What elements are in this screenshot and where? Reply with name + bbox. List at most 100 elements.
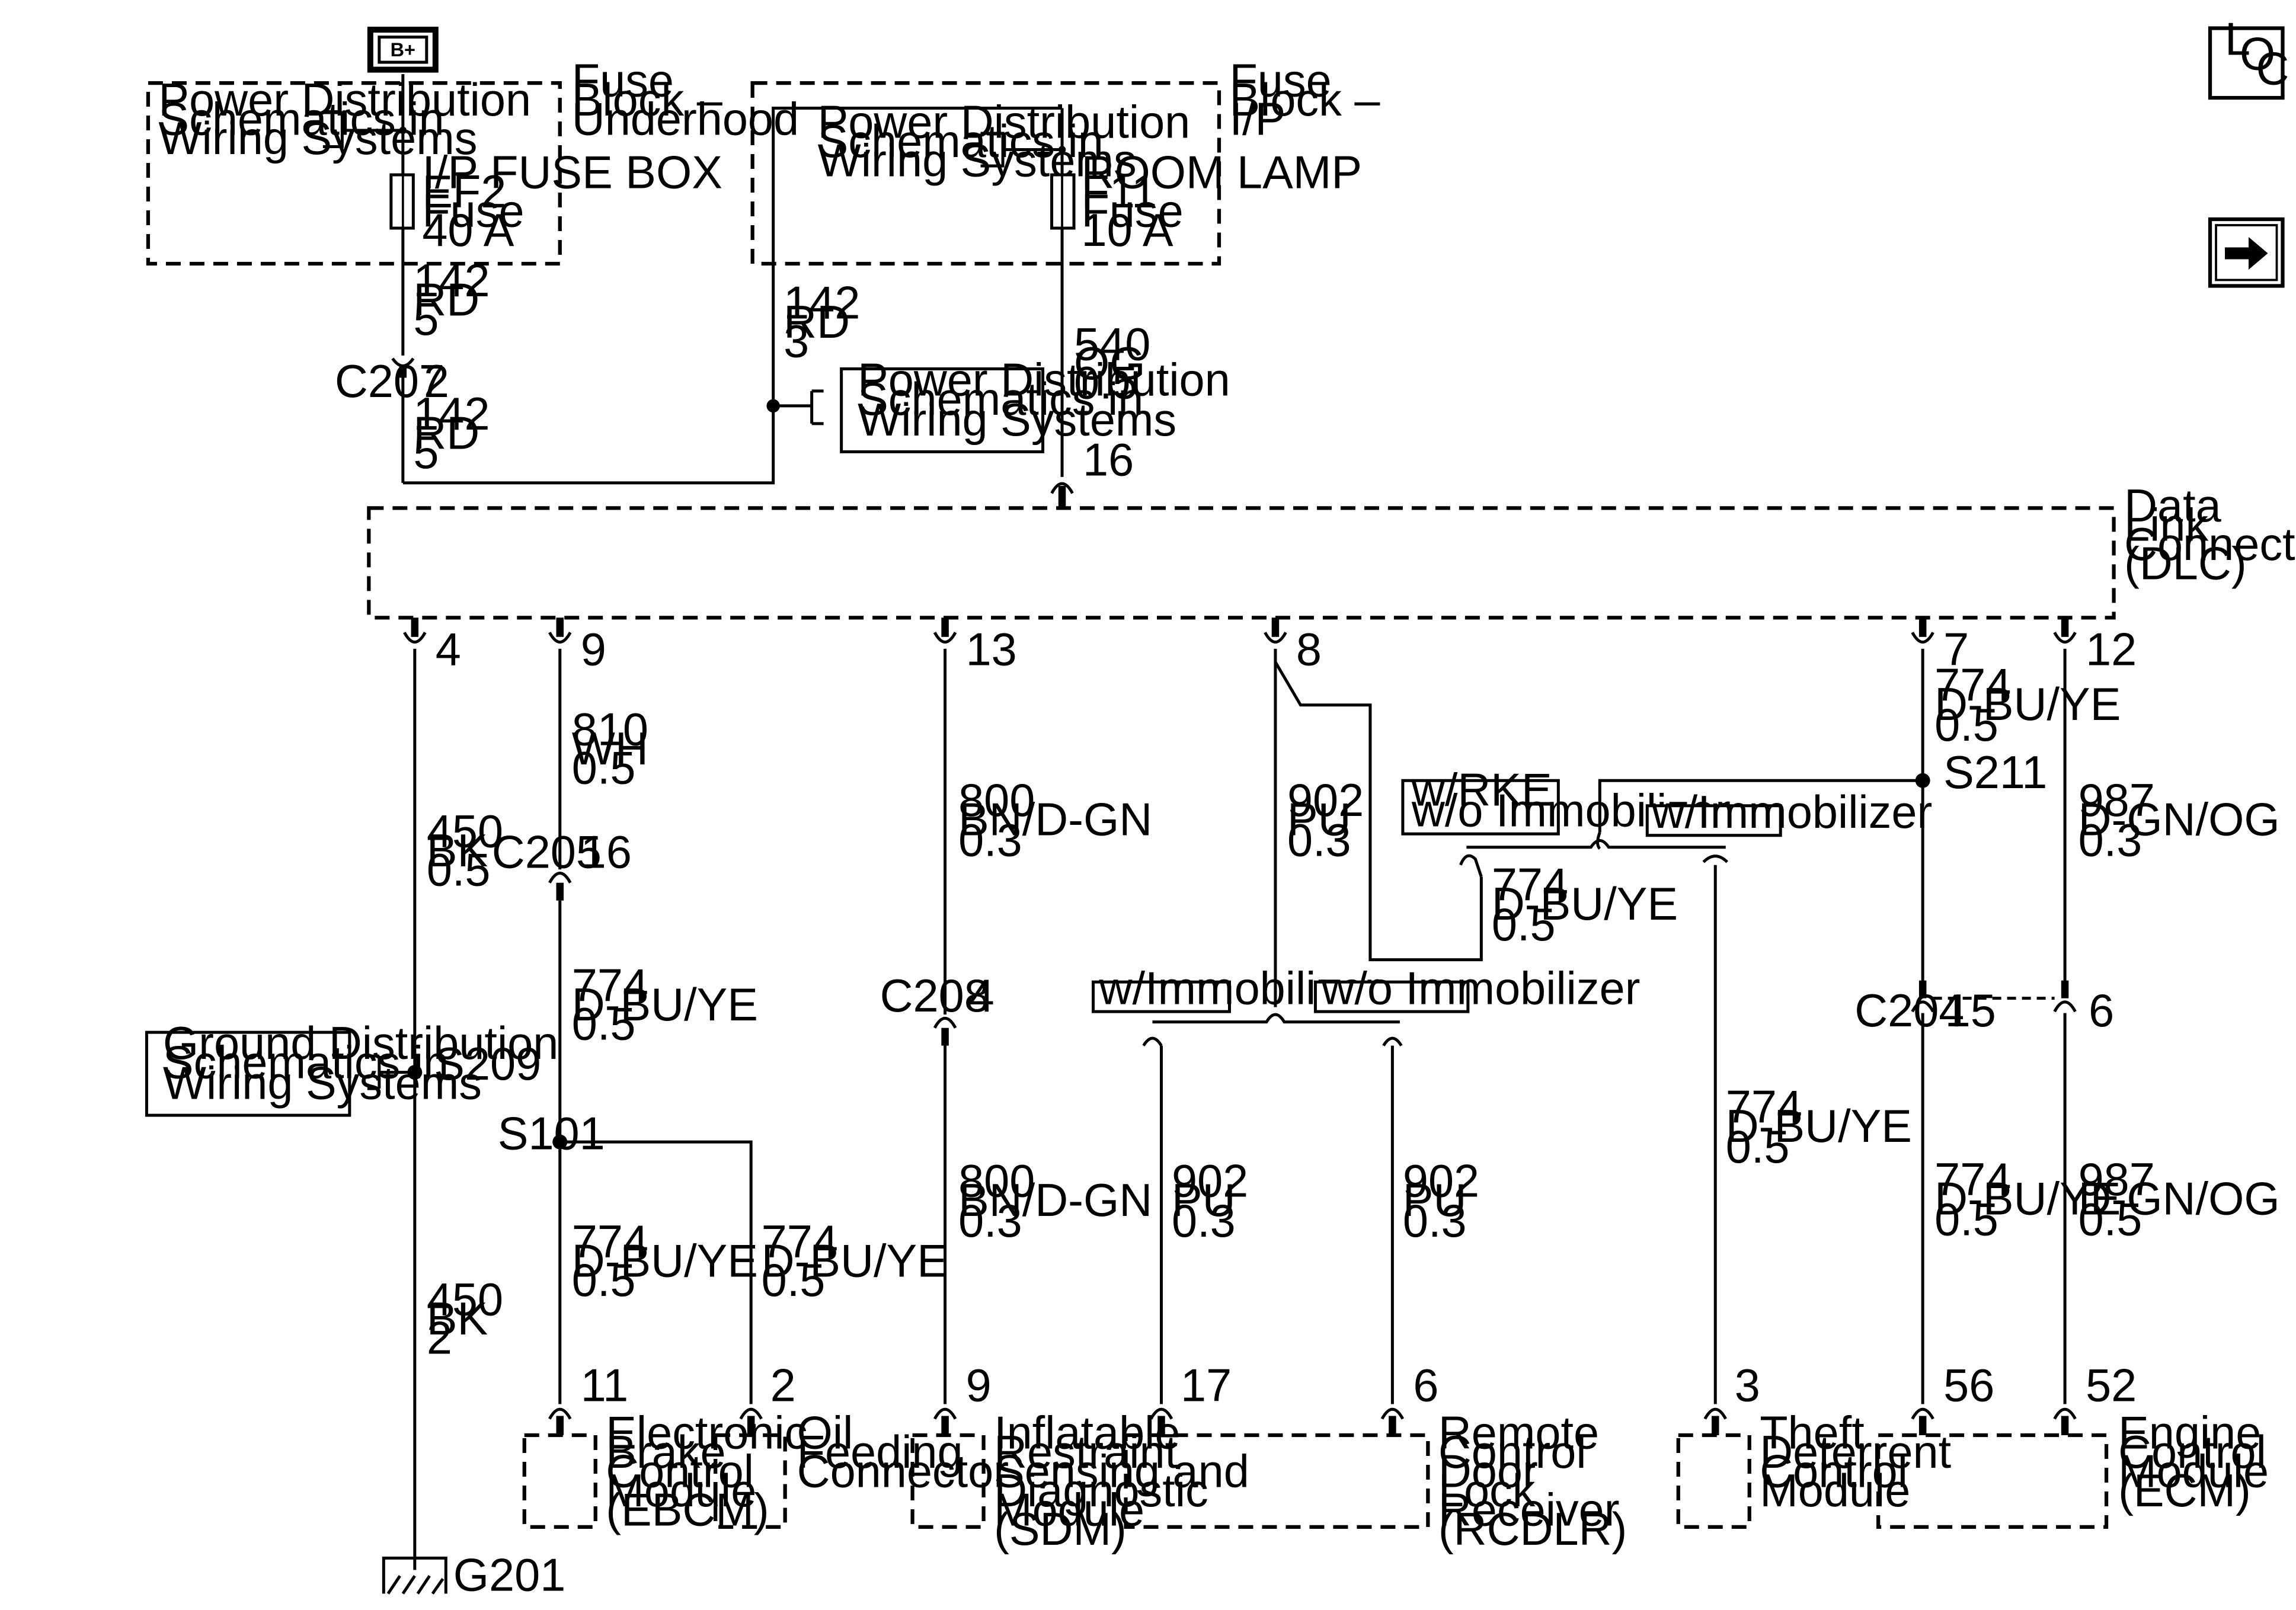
splice-s211: S211 <box>1943 747 2047 798</box>
wire-800-lower-label: 800 BN/D-GN 0.3 <box>958 1156 1152 1247</box>
svg-text:Module: Module <box>606 1465 756 1516</box>
svg-text:D-BU/YE: D-BU/YE <box>1726 1101 1912 1152</box>
svg-text:Power Distribution: Power Distribution <box>158 75 531 126</box>
svg-text:Oil: Oil <box>797 1407 853 1458</box>
svg-text:Deterrent: Deterrent <box>1760 1427 1951 1478</box>
module-sdm-label: Inflatable Restraint Sensing and Diagnos… <box>994 1407 1249 1554</box>
svg-text:Wiring Systems: Wiring Systems <box>818 136 1137 187</box>
svg-text:Power Distribution: Power Distribution <box>858 354 1230 405</box>
wire-142-rd-5-upper-label: 142 RD 5 <box>413 255 490 345</box>
svg-text:774: 774 <box>1492 860 1568 911</box>
svg-text:Sensing and: Sensing and <box>994 1446 1249 1497</box>
svg-text:Engine: Engine <box>2118 1407 2261 1458</box>
svg-text:D-BU/YE: D-BU/YE <box>1492 879 1678 930</box>
svg-text:774: 774 <box>762 1217 838 1267</box>
loc-o: O <box>2240 29 2275 80</box>
module-sdm[interactable] <box>910 1433 986 1529</box>
module-oil-feeding-connector[interactable] <box>714 1433 787 1529</box>
module-ecm[interactable] <box>1876 1433 2109 1529</box>
rcdlr-pin-17: 17 <box>1181 1360 1232 1411</box>
svg-text:D-BU/YE: D-BU/YE <box>1934 679 2121 730</box>
wire-774-theft-label: 774 D-BU/YE 0.5 <box>1726 1082 1912 1173</box>
svg-text:BK: BK <box>427 1294 488 1345</box>
svg-text:D-BU/YE: D-BU/YE <box>572 1236 758 1287</box>
loc-button[interactable]: L O C <box>2208 14 2289 100</box>
fuse-block-underhood-title: Fuse Block – Underhood <box>572 56 799 145</box>
svg-text:450: 450 <box>427 806 503 857</box>
module-ebcm[interactable] <box>522 1433 597 1529</box>
svg-text:OG: OG <box>1074 338 1146 389</box>
ground-distribution-ref-box[interactable] <box>145 1030 351 1117</box>
dlc-pin-13: 13 <box>966 624 1017 675</box>
svg-text:Ground Distribution: Ground Distribution <box>163 1018 558 1069</box>
svg-text:774: 774 <box>1934 1154 2011 1205</box>
svg-text:0.5: 0.5 <box>427 845 491 896</box>
svg-text:w/Immobilizer: w/Immobilizer <box>1651 787 1932 838</box>
svg-text:774: 774 <box>1934 660 2011 710</box>
fuse-ef2-label: I/P FUSE BOX EF2 Fuse 40 A <box>422 148 722 256</box>
svg-text:Fuse: Fuse <box>422 186 524 237</box>
svg-text:RD: RD <box>413 408 479 459</box>
power-distribution-ref-text: Power Distribution Schematics in Wiring … <box>858 354 1230 445</box>
dlc-pin-8: 8 <box>1296 624 1322 675</box>
wire-774-dlc7-label: 774 D-BU/YE 0.5 <box>1934 660 2121 750</box>
option-wo-immobilizer <box>1313 980 1470 1013</box>
ground-g201-label: G201 <box>453 1550 566 1601</box>
wire-450-bk-05-label: 450 BK 0.5 <box>427 806 503 896</box>
svg-text:Module: Module <box>1760 1465 1910 1516</box>
b-plus-badge: B+ <box>367 27 439 73</box>
c204-pin-6: 6 <box>2089 985 2114 1036</box>
splice-s101: S101 <box>498 1109 605 1160</box>
svg-text:0.5: 0.5 <box>1074 357 1138 408</box>
svg-text:Connector: Connector <box>2124 519 2296 570</box>
wire-800-upper-label: 800 BN/D-GN 0.3 <box>958 775 1152 866</box>
c205-label: C205 <box>492 827 602 878</box>
svg-text:2: 2 <box>427 1313 452 1364</box>
svg-text:Receiver: Receiver <box>1438 1484 1620 1535</box>
svg-text:RD: RD <box>784 297 850 348</box>
sdm-pin: 9 <box>966 1360 992 1411</box>
svg-text:Fuse: Fuse <box>1229 56 1331 107</box>
svg-text:Fuse: Fuse <box>572 56 674 107</box>
svg-text:Brake: Brake <box>606 1427 725 1478</box>
splice-s209: S209 <box>434 1039 541 1090</box>
svg-text:5: 5 <box>413 294 439 345</box>
dlc-pin-7: 7 <box>1943 624 1969 675</box>
svg-text:0.5: 0.5 <box>572 999 636 1050</box>
svg-text:(SDM): (SDM) <box>994 1504 1127 1555</box>
c208-label: C208 <box>880 971 990 1022</box>
dlc-pin-9: 9 <box>581 624 606 675</box>
svg-text:0.3: 0.3 <box>958 1196 1022 1247</box>
svg-text:0.3: 0.3 <box>1287 815 1351 866</box>
svg-text:540: 540 <box>1074 319 1150 370</box>
wire-774-rke-label: 774 D-BU/YE 0.5 <box>1492 860 1678 950</box>
c208-connector-icon <box>933 1016 957 1029</box>
module-rcdlr-label: Remote Control Door Lock Receiver (RCDLR… <box>1438 1407 1627 1554</box>
svg-text:0.3: 0.3 <box>958 815 1022 866</box>
tdcm-pin: 3 <box>1735 1360 1760 1411</box>
fuse-block-ip-outline <box>750 81 1221 266</box>
svg-text:D-GN/OG: D-GN/OG <box>2078 1174 2280 1225</box>
svg-text:774: 774 <box>572 1217 648 1267</box>
svg-text:Restraint: Restraint <box>994 1427 1178 1478</box>
svg-text:Module: Module <box>2118 1446 2269 1497</box>
svg-text:Wiring Systems: Wiring Systems <box>158 113 477 164</box>
right-arrow-icon[interactable] <box>2208 217 2285 288</box>
svg-text:810: 810 <box>572 704 648 755</box>
ebcm-pin: 11 <box>581 1360 628 1411</box>
svg-text:PU: PU <box>1172 1175 1236 1226</box>
svg-text:Schematics in: Schematics in <box>158 94 444 145</box>
svg-text:Block –: Block – <box>572 75 723 126</box>
fuse-block-underhood-outline <box>146 81 562 266</box>
svg-text:Schematics in: Schematics in <box>858 374 1143 425</box>
option-w-immobilizer-top <box>1645 804 1782 837</box>
module-rcdlr[interactable] <box>1124 1433 1430 1529</box>
ground-g201-icon <box>382 1556 447 1595</box>
svg-text:EF2: EF2 <box>422 167 506 217</box>
dlc-pin-12: 12 <box>2086 624 2137 675</box>
wire-902-right-label: 902 PU 0.3 <box>1403 1156 1479 1247</box>
power-distribution-ref-box[interactable] <box>840 367 1045 453</box>
wire-774-ecm-label: 774 D-BU/YE 0.5 <box>1934 1154 2121 1245</box>
svg-text:F11: F11 <box>1082 167 1157 217</box>
module-theft-deterrent[interactable] <box>1676 1433 1751 1529</box>
